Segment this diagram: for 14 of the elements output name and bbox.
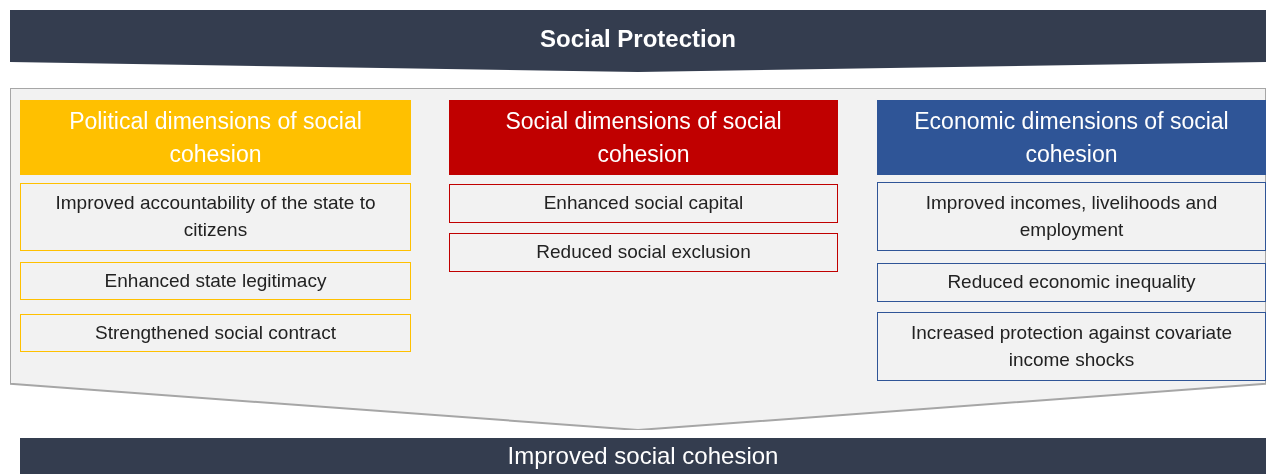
column-header: Economic dimensions of social cohesion (877, 100, 1266, 175)
result-banner: Improved social cohesion (20, 438, 1266, 474)
outcome-box: Enhanced state legitimacy (20, 262, 411, 300)
outcome-box: Strengthened social contract (20, 314, 411, 352)
outcome-box: Increased protection against covariate income shocks (877, 312, 1266, 381)
outcome-box: Reduced social exclusion (449, 233, 838, 272)
title-banner: Social Protection (10, 10, 1266, 72)
outcome-box: Improved accountability of the state to citizens (20, 183, 411, 251)
outcome-box: Enhanced social capital (449, 184, 838, 223)
column-header: Political dimensions of social cohesion (20, 100, 411, 175)
chevron-panel (10, 88, 1266, 430)
outcome-box: Reduced economic inequality (877, 263, 1266, 302)
outcome-box: Improved incomes, livelihoods and employment (877, 182, 1266, 251)
column-header: Social dimensions of social cohesion (449, 100, 838, 175)
